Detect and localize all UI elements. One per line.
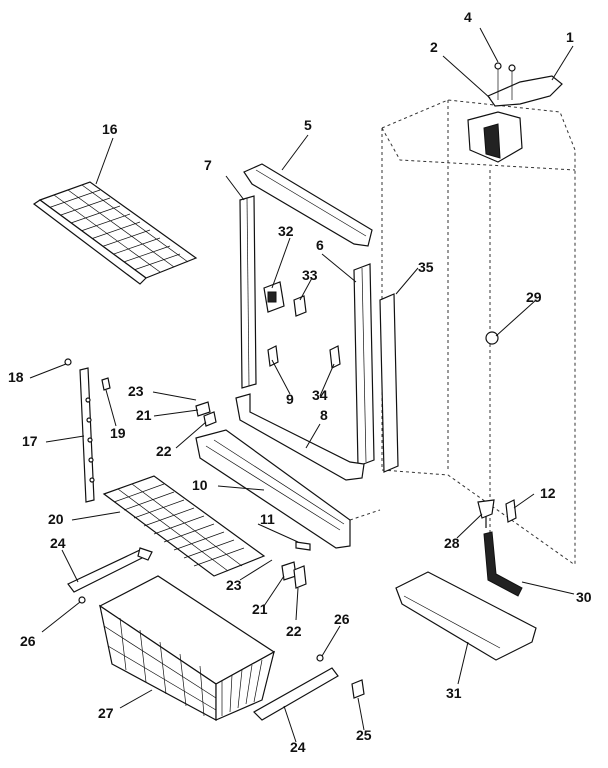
label-17: 17 <box>22 433 38 449</box>
label-9: 9 <box>286 391 294 407</box>
label-21a: 21 <box>136 407 152 423</box>
clip-25 <box>351 679 365 699</box>
leader-lines <box>29 27 575 743</box>
label-8: 8 <box>320 407 328 423</box>
top-hinge-assembly <box>467 62 563 163</box>
label-24b: 24 <box>290 739 306 755</box>
label-10: 10 <box>192 477 208 493</box>
label-30: 30 <box>576 589 592 605</box>
screw-18 <box>64 358 72 366</box>
clip-22b <box>293 565 307 589</box>
label-1: 1 <box>566 29 574 45</box>
gasket-strip <box>379 293 399 473</box>
label-16: 16 <box>102 121 118 137</box>
label-31: 31 <box>446 685 462 701</box>
label-27: 27 <box>98 705 114 721</box>
label-23a: 23 <box>128 383 144 399</box>
label-22a: 22 <box>156 443 172 459</box>
label-24a: 24 <box>50 535 66 551</box>
drain-assembly <box>395 499 537 661</box>
label-20: 20 <box>48 511 64 527</box>
label-22b: 22 <box>286 623 302 639</box>
label-18: 18 <box>8 369 24 385</box>
door-frame-top <box>243 163 373 247</box>
basket-slide-upper <box>67 547 153 593</box>
label-7: 7 <box>204 157 212 173</box>
door-frame-right <box>353 263 375 467</box>
shelf-support-rail <box>79 367 95 503</box>
label-26a: 26 <box>20 633 36 649</box>
label-32: 32 <box>278 223 294 239</box>
label-2: 2 <box>430 39 438 55</box>
screw-26a <box>78 596 86 604</box>
basket-slide-lower <box>253 667 339 721</box>
label-28: 28 <box>444 535 460 551</box>
label-11: 11 <box>260 511 275 527</box>
screw-26b <box>316 654 324 662</box>
label-33: 33 <box>302 267 318 283</box>
label-21b: 21 <box>252 601 268 617</box>
label-12: 12 <box>540 485 556 501</box>
label-19: 19 <box>110 425 126 441</box>
clip-22a <box>203 411 217 427</box>
door-small-parts <box>263 281 341 369</box>
deflector <box>195 429 351 549</box>
label-6: 6 <box>316 237 324 253</box>
plug-29 <box>485 331 499 345</box>
part-number-labels: 1 2 4 5 6 7 8 9 10 11 12 16 17 18 19 20 … <box>8 9 592 755</box>
screw-11 <box>295 541 311 551</box>
label-25: 25 <box>356 727 372 743</box>
label-5: 5 <box>304 117 312 133</box>
label-4: 4 <box>464 9 472 25</box>
label-26b: 26 <box>334 611 350 627</box>
label-34: 34 <box>312 387 328 403</box>
label-29: 29 <box>526 289 542 305</box>
label-23b: 23 <box>226 577 242 593</box>
bracket-21a <box>195 401 211 417</box>
wire-shelf-lower <box>102 475 266 577</box>
wire-basket <box>98 575 276 722</box>
clip-19 <box>101 377 111 391</box>
wire-shelf-top <box>32 181 198 285</box>
door-frame-bottom <box>235 393 365 481</box>
door-frame-left <box>239 195 257 389</box>
label-35: 35 <box>418 259 434 275</box>
